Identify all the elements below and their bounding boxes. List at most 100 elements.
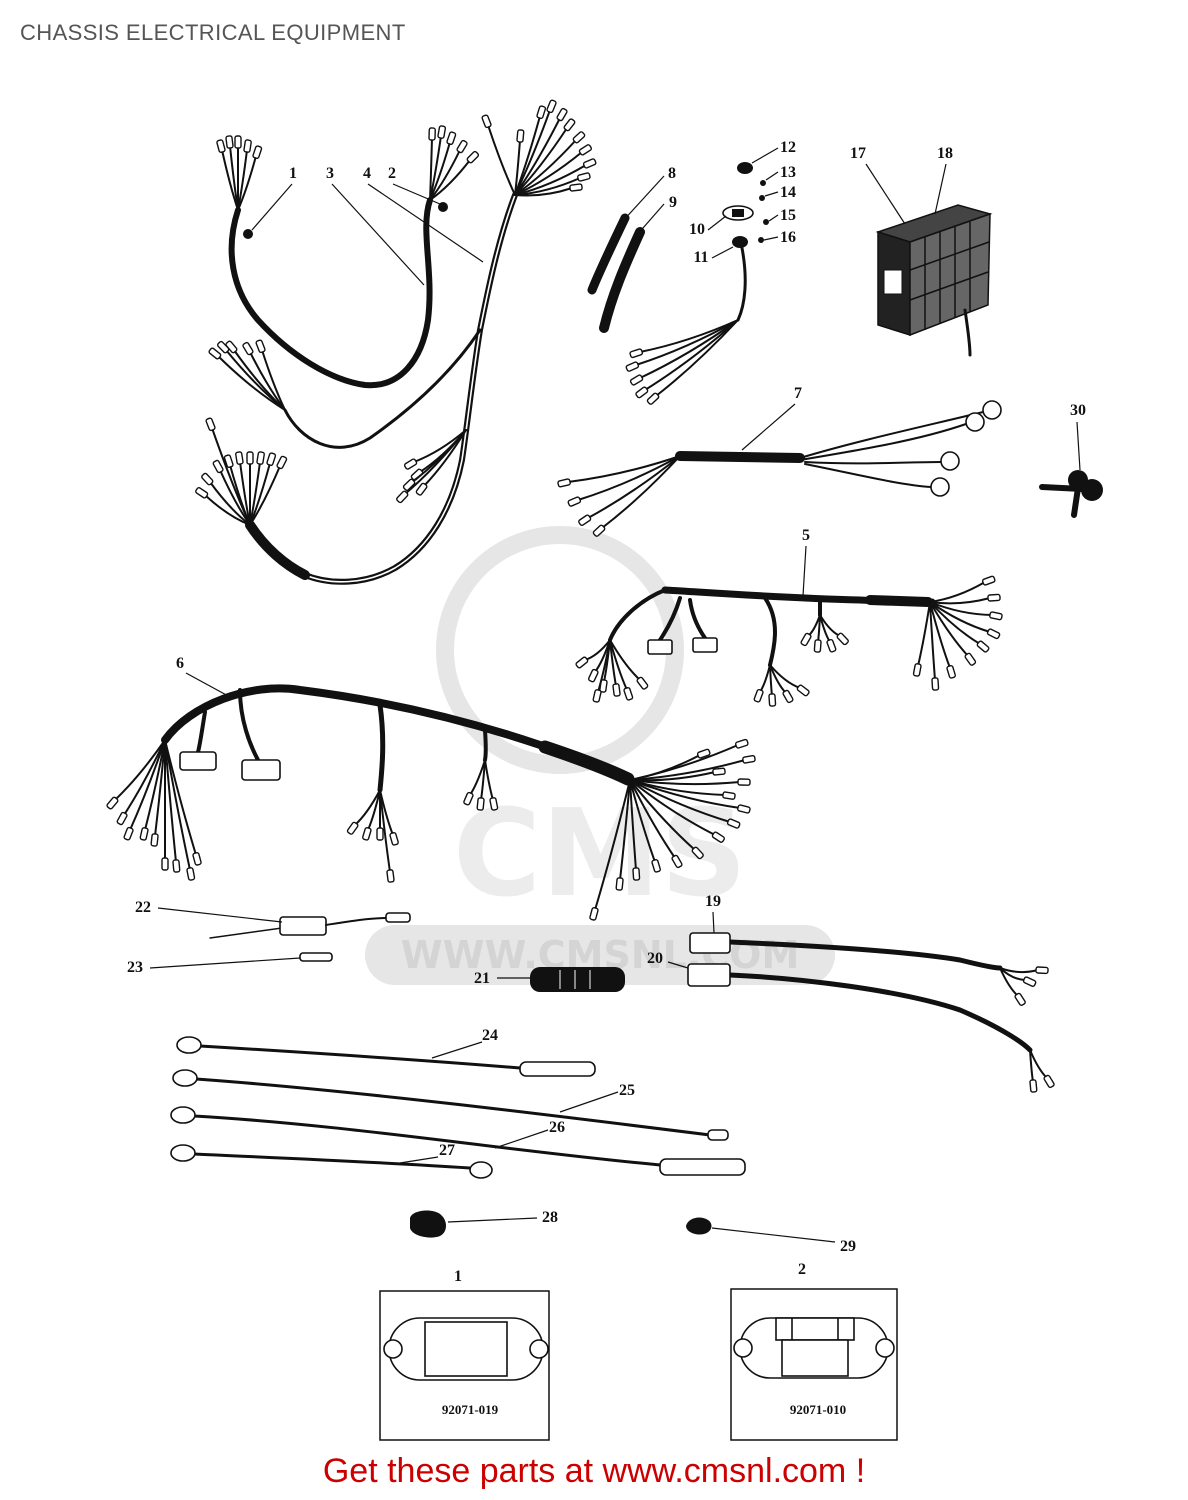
leader-line-19	[712, 911, 715, 934]
connector-part-19[interactable]	[689, 932, 731, 954]
callout-9[interactable]: 9	[669, 194, 677, 211]
harness-part-6-group	[106, 684, 756, 921]
page-title: CHASSIS ELECTRICAL EQUIPMENT	[20, 20, 406, 45]
grommet-part-2[interactable]	[438, 202, 448, 212]
callout-20[interactable]: 20	[647, 950, 663, 967]
wire-terminal	[116, 811, 128, 826]
callout-16[interactable]: 16	[780, 229, 796, 246]
nut-part-14[interactable]	[759, 195, 765, 201]
harness-part-1[interactable]	[228, 197, 433, 389]
wire-terminal	[208, 347, 222, 360]
footer-cta-link[interactable]: Get these parts at www.cmsnl.com !	[322, 1452, 866, 1490]
wire-terminal	[753, 688, 764, 703]
callout-15[interactable]: 15	[780, 207, 796, 224]
wire-lead	[639, 319, 739, 353]
harness-part-4[interactable]	[302, 192, 518, 585]
keys-part-30[interactable]	[1039, 470, 1103, 518]
wire-lead	[929, 601, 981, 645]
wire-lead	[404, 429, 467, 495]
sub-harness-part-19[interactable]	[727, 939, 1003, 971]
callout-23[interactable]: 23	[127, 959, 143, 976]
callout-8[interactable]: 8	[668, 165, 676, 182]
callout-24[interactable]: 24	[482, 1027, 498, 1044]
callout-29[interactable]: 29	[840, 1238, 856, 1255]
wire-terminal	[569, 183, 583, 192]
wire-terminal	[572, 131, 586, 144]
sleeve-part-8[interactable]	[587, 213, 630, 295]
cap-part-29[interactable]	[686, 1217, 712, 1235]
wire-terminal	[632, 867, 641, 881]
wire-terminal	[989, 611, 1003, 621]
callout-30[interactable]: 30	[1070, 402, 1086, 419]
washer-part-15[interactable]	[763, 219, 769, 225]
part-22-body	[279, 916, 327, 936]
callout-25[interactable]: 25	[619, 1082, 635, 1099]
wire-terminal	[578, 144, 592, 156]
wire-lead	[609, 639, 641, 681]
plug-part-21[interactable]	[530, 967, 625, 992]
callout-21[interactable]: 21	[474, 970, 490, 987]
ring-terminal	[170, 1144, 196, 1162]
sub-harness-part-20[interactable]	[727, 972, 1033, 1053]
wire-terminal	[402, 478, 416, 491]
callout-12[interactable]: 12	[780, 139, 796, 156]
nut-part-16[interactable]	[758, 237, 764, 243]
part-22-lead	[325, 917, 387, 926]
callout-14[interactable]: 14	[780, 184, 796, 201]
wire-terminal	[976, 640, 990, 653]
wire-terminal	[813, 639, 822, 653]
leader-line-12	[751, 147, 779, 164]
callout-11[interactable]: 11	[693, 249, 708, 266]
wire-lead	[164, 739, 191, 871]
callout-10[interactable]: 10	[689, 221, 705, 238]
callout-28[interactable]: 28	[542, 1209, 558, 1226]
part-23[interactable]	[299, 952, 333, 962]
cable-part-24[interactable]	[176, 1036, 596, 1077]
wire-terminal	[987, 593, 1001, 602]
grommet-part-28[interactable]	[410, 1210, 446, 1238]
wire-lead	[429, 141, 451, 201]
sleeve-part-9[interactable]	[599, 227, 645, 333]
harness-part-7-trunk[interactable]	[675, 451, 805, 463]
callout-18[interactable]: 18	[937, 145, 953, 162]
wire-lead	[587, 455, 681, 519]
harness-branch	[238, 688, 260, 762]
inset-2-clip-dividers	[791, 1318, 839, 1340]
grommet-part-1[interactable]	[243, 229, 253, 239]
callout-6[interactable]: 6	[176, 655, 184, 672]
wire-lead	[597, 639, 611, 693]
wire-terminal	[463, 791, 474, 806]
callout-7[interactable]: 7	[794, 385, 802, 402]
wire-terminal	[615, 877, 624, 891]
cap-part-12[interactable]	[737, 162, 753, 174]
callout-17[interactable]: 17	[850, 145, 866, 162]
wire-terminal	[276, 455, 288, 470]
callout-3[interactable]: 3	[326, 165, 334, 182]
callout-27[interactable]: 27	[439, 1142, 455, 1159]
callout-22[interactable]: 22	[135, 899, 151, 916]
part-22[interactable]	[209, 912, 411, 939]
wire-terminal	[150, 833, 159, 847]
cable-part-27[interactable]	[170, 1144, 493, 1179]
callout-2[interactable]: 2	[388, 165, 396, 182]
cable-part-26[interactable]	[170, 1106, 746, 1176]
callout-4[interactable]: 4	[363, 165, 371, 182]
switch-part-11[interactable]	[732, 236, 748, 248]
wire-terminal	[592, 524, 606, 537]
wire-lead	[635, 319, 739, 366]
leader-line-3	[331, 183, 425, 286]
cable-part-25[interactable]	[172, 1069, 729, 1141]
callout-26[interactable]: 26	[549, 1119, 565, 1136]
leader-line-1	[251, 183, 293, 231]
callout-1[interactable]: 1	[289, 165, 297, 182]
callout-19[interactable]: 19	[705, 893, 721, 910]
harness-branch	[763, 596, 777, 667]
ring-lead	[799, 423, 967, 461]
connector-part-20[interactable]	[687, 963, 731, 987]
wire-terminal	[266, 452, 277, 467]
callout-5[interactable]: 5	[802, 527, 810, 544]
callout-13[interactable]: 13	[780, 164, 796, 181]
washer-part-13[interactable]	[760, 180, 766, 186]
wire-terminal	[734, 738, 749, 749]
wire-terminal	[223, 454, 234, 469]
